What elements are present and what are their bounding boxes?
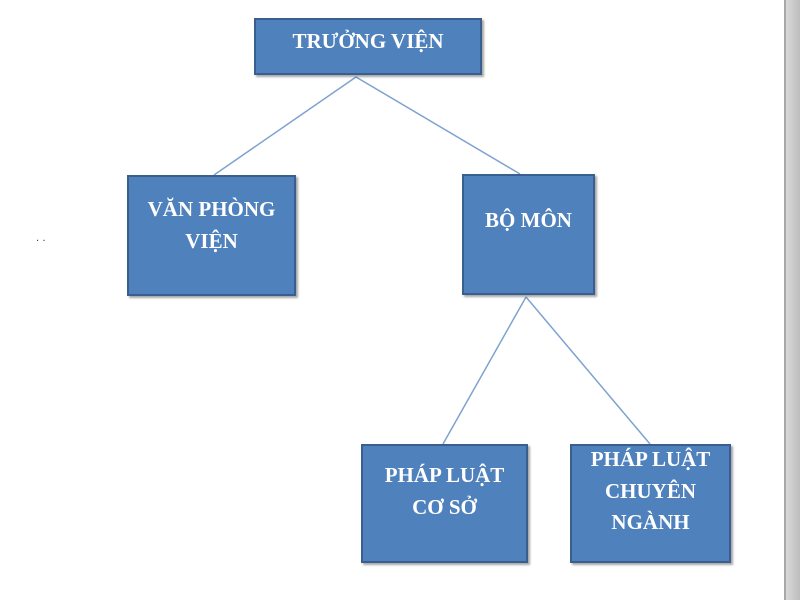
node-phap-luat-co-so-label: PHÁP LUẬT CƠ SỞ <box>384 463 505 519</box>
node-truong-vien: TRƯỞNG VIỆN <box>254 18 482 75</box>
node-van-phong-vien: VĂN PHÒNG VIỆN <box>127 175 296 296</box>
stray-mark: · · <box>36 236 46 247</box>
connector-root-office <box>213 76 357 176</box>
connector-department-basic-law <box>442 296 527 445</box>
node-phap-luat-co-so: PHÁP LUẬT CƠ SỞ <box>361 444 528 563</box>
node-bo-mon-label: BỘ MÔN <box>485 207 572 232</box>
node-truong-vien-label: TRƯỞNG VIỆN <box>292 28 444 53</box>
node-phap-luat-chuyen-nganh: PHÁP LUẬT CHUYÊN NGÀNH <box>570 444 731 563</box>
node-phap-luat-chuyen-nganh-label: PHÁP LUẬT CHUYÊN NGÀNH <box>590 447 711 535</box>
connector-department-specialized-law <box>525 296 651 445</box>
connector-root-department <box>355 76 521 175</box>
node-van-phong-vien-label: VĂN PHÒNG VIỆN <box>147 197 276 253</box>
page-edge <box>784 0 800 600</box>
node-bo-mon: BỘ MÔN <box>462 174 595 295</box>
